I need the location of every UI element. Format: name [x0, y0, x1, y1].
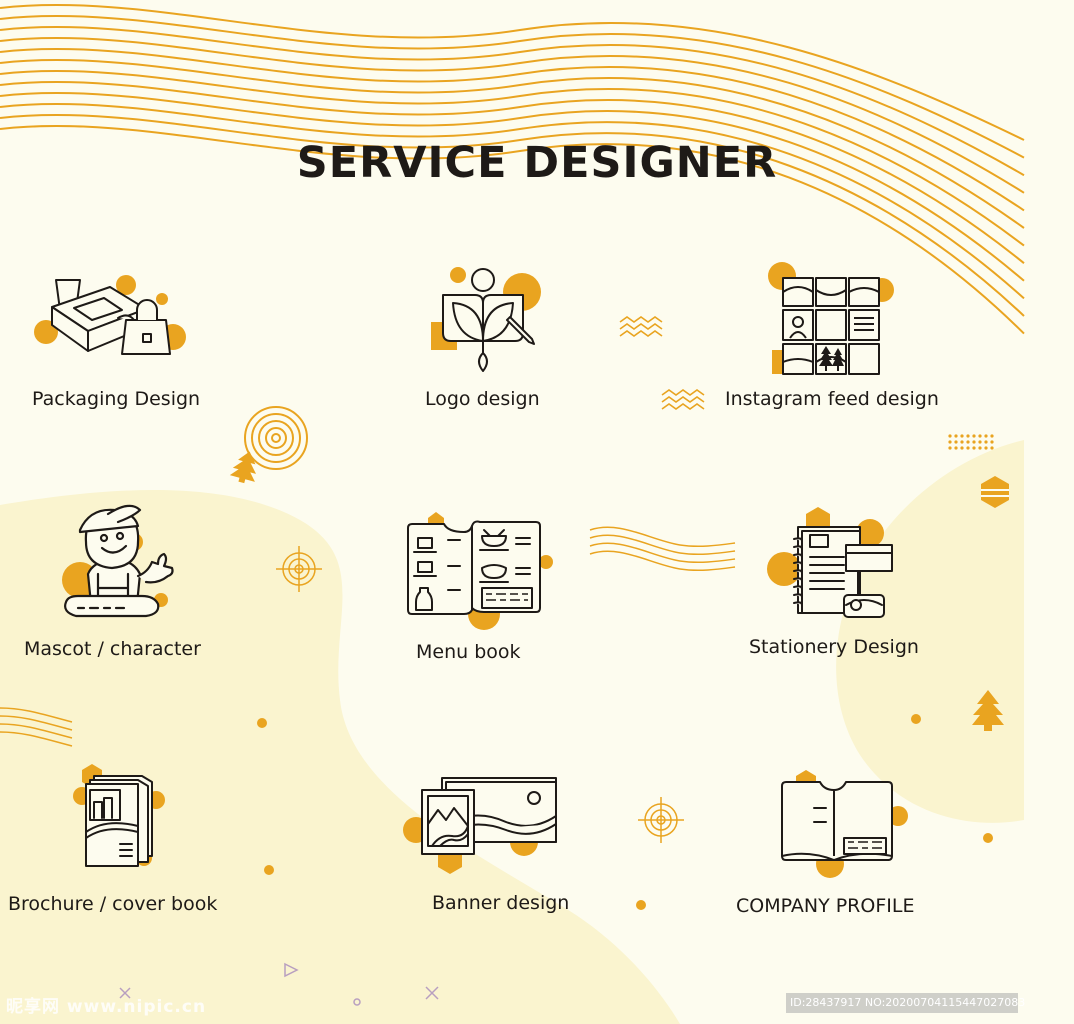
watermark-id: ID:28437917 NO:20200704115447027083 — [786, 993, 1025, 1013]
wave-line — [0, 15, 1025, 159]
small-dots-decor — [257, 714, 993, 910]
wave-line — [0, 59, 1025, 229]
background-blob-left — [0, 490, 680, 1024]
stationery-icon — [767, 507, 893, 618]
packaging-box-icon — [34, 275, 186, 355]
service-label: Packaging Design — [32, 388, 201, 410]
wave-line — [0, 4, 1025, 141]
photo-grid-icon — [768, 262, 894, 375]
wave-line — [0, 81, 1025, 264]
service-label: Logo design — [425, 388, 540, 410]
service-label: Instagram feed design — [725, 388, 939, 410]
service-label: Banner design — [432, 892, 570, 914]
wave-line — [0, 92, 1025, 282]
service-label: Menu book — [416, 641, 521, 663]
wave-line — [0, 70, 1025, 247]
wave-lines-decor — [0, 4, 1025, 335]
service-label: Brochure / cover book — [8, 893, 218, 915]
small-marks-decor — [119, 962, 439, 1006]
concentric-circles-decor — [244, 406, 308, 470]
target-decor — [276, 546, 684, 843]
service-label: COMPANY PROFILE — [736, 895, 915, 917]
wave-line — [0, 103, 1025, 300]
background-decor — [0, 4, 1025, 1024]
mascot-character-icon — [62, 504, 174, 618]
wave-line — [0, 26, 1025, 177]
zigzag-decor — [619, 316, 705, 410]
wave-line — [0, 125, 1025, 335]
wave-line — [0, 114, 1025, 317]
wave-line — [0, 37, 1025, 194]
wavy-lines-decor — [0, 526, 736, 747]
dot-grid-decor — [948, 434, 994, 450]
service-label: Stationery Design — [749, 636, 919, 658]
company-profile-icon — [781, 770, 908, 878]
watermark-logo-text: 昵享网 www.nipic.cn — [6, 997, 207, 1017]
menu-book-icon — [407, 512, 553, 630]
service-designer-poster: SERVICE DESIGNER Packaging Design — [0, 4, 1025, 1024]
service-label: Mascot / character — [24, 638, 201, 660]
banner-icon — [403, 777, 557, 874]
hexagon-decor — [981, 476, 1009, 508]
logo-design-icon — [431, 267, 541, 372]
page-title: SERVICE DESIGNER — [296, 138, 778, 188]
tree-decor — [229, 451, 1004, 731]
brochure-icon — [73, 764, 165, 867]
wave-line — [0, 48, 1025, 212]
